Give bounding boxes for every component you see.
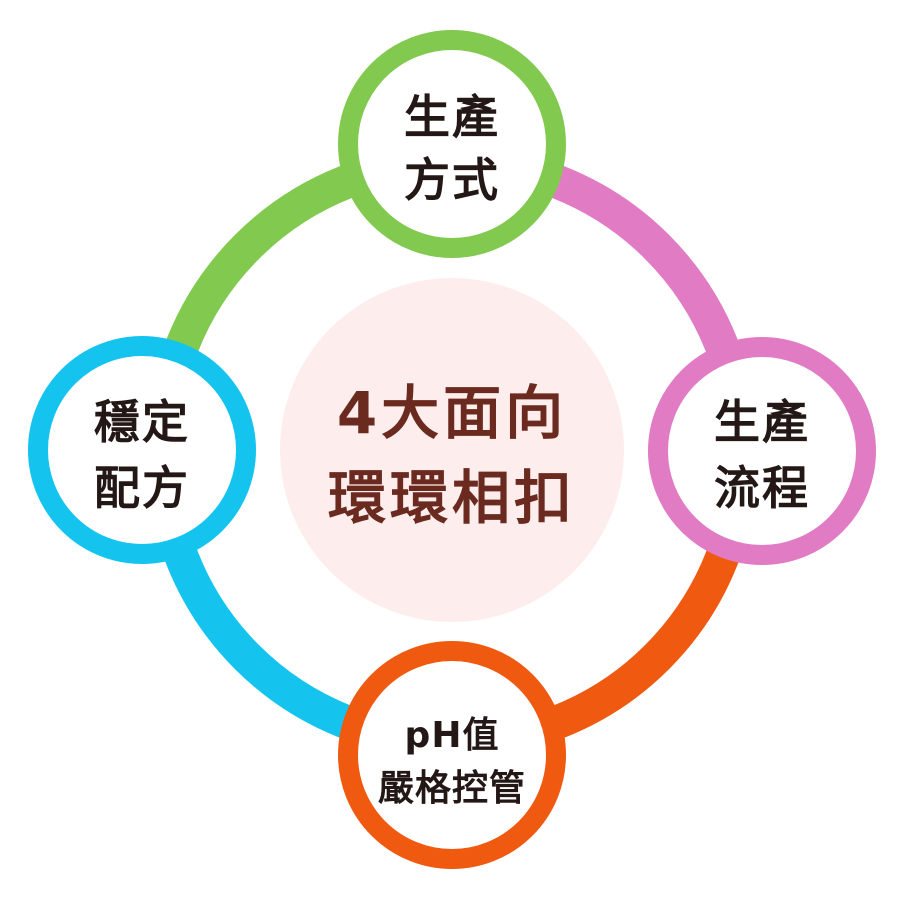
node-top: 生產 方式 xyxy=(338,30,566,258)
node-left-ring xyxy=(28,336,256,564)
center-title-line2: 環環相扣 xyxy=(328,464,576,532)
node-left-line2: 配方 xyxy=(94,461,190,515)
node-right-ring xyxy=(648,337,876,565)
node-bottom: pH值 嚴格控管 xyxy=(338,641,566,869)
node-bottom-line1: pH值 xyxy=(405,715,500,756)
node-right-line1: 生產 xyxy=(714,395,810,449)
node-right: 生產 流程 xyxy=(648,337,876,565)
node-top-ring xyxy=(338,30,566,258)
center-circle xyxy=(280,278,624,622)
node-top-line2: 方式 xyxy=(404,153,500,207)
node-left: 穩定 配方 xyxy=(28,336,256,564)
node-right-line2: 流程 xyxy=(714,461,810,515)
node-left-line1: 穩定 xyxy=(94,395,190,449)
node-top-line1: 生產 xyxy=(404,90,500,144)
node-bottom-line2: 嚴格控管 xyxy=(378,768,526,809)
node-bottom-ring xyxy=(338,641,566,869)
center-title-line1: 4大面向 xyxy=(337,379,567,447)
